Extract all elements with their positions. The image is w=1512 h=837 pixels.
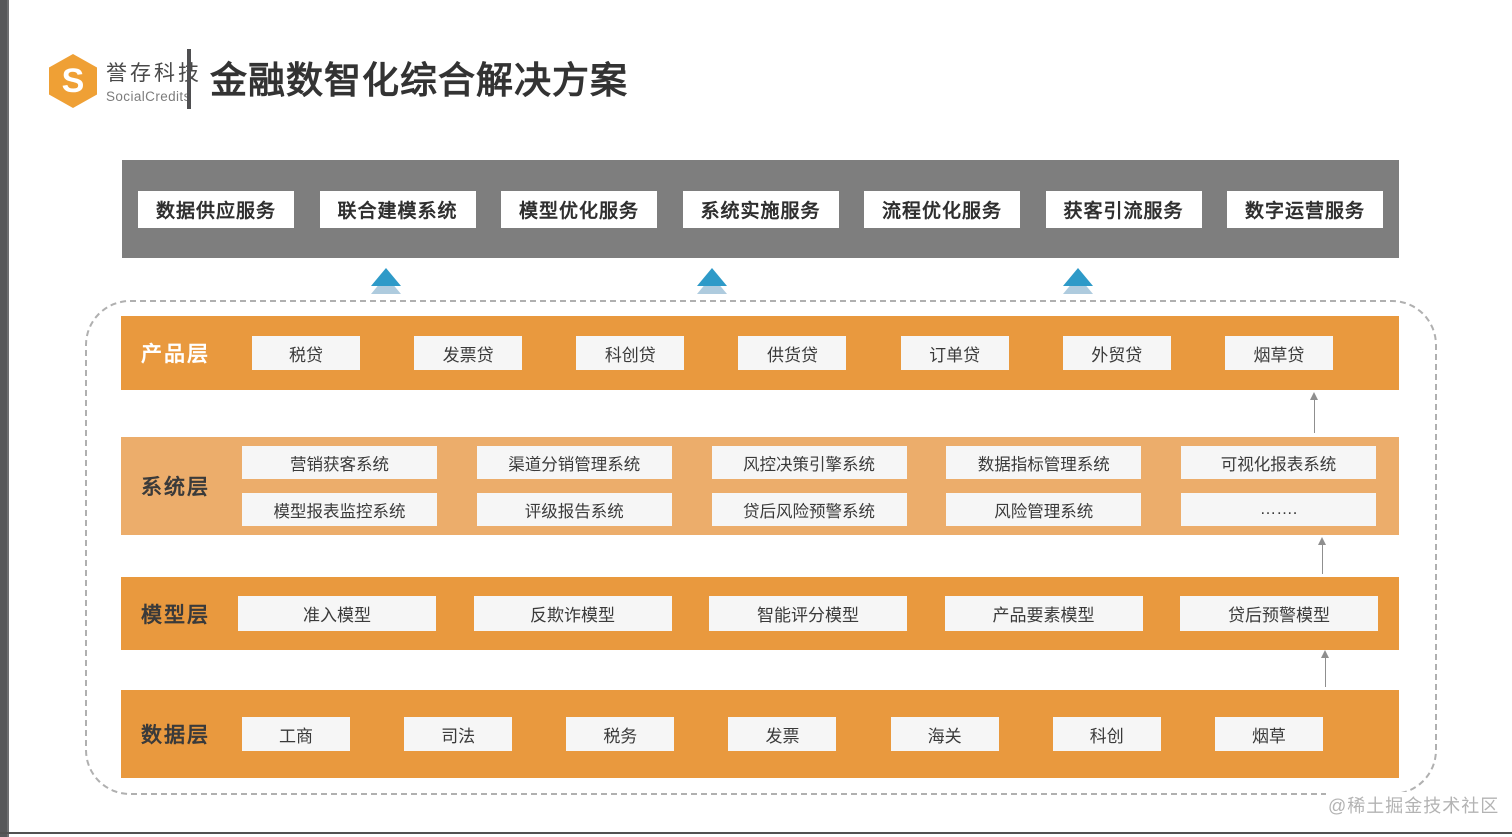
data-cell: 税务 [566,717,675,751]
service-box: 模型优化服务 [501,190,657,228]
services-bar: 数据供应服务 联合建模系统 模型优化服务 系统实施服务 流程优化服务 获客引流服… [122,160,1399,258]
layer-label: 模型层 [141,603,210,627]
model-cell: 产品要素模型 [944,596,1143,631]
up-arrow-icon [371,268,401,294]
socialcredits-logo-icon: S [46,52,100,115]
system-cell: 评级报告系统 [476,493,672,526]
data-cell: 发票 [728,717,837,751]
arrow-triangle-icon [371,268,401,286]
connector-arrowhead-icon [1310,392,1318,400]
data-cell: 海关 [890,717,999,751]
system-cells: 营销获客系统 渠道分销管理系统 风控决策引擎系统 数据指标管理系统 可视化报表系… [242,446,1376,526]
company-name-en: SocialCredits [106,89,191,104]
bottom-edge-line [0,832,1512,834]
connector-arrow-icon [1321,650,1329,687]
system-cell: ……. [1181,493,1376,526]
system-row-bottom: 模型报表监控系统 评级报告系统 贷后风险预警系统 风险管理系统 ……. [242,493,1376,526]
connector-arrow-icon [1310,392,1318,433]
service-box: 获客引流服务 [1045,190,1202,228]
data-cell: 科创 [1052,717,1161,751]
system-cell: 营销获客系统 [242,446,437,479]
connector-arrow-icon [1318,537,1326,574]
system-cell: 数据指标管理系统 [946,446,1142,479]
arrow-triangle-icon [1063,268,1093,286]
data-cell: 烟草 [1214,717,1323,751]
model-cell: 反欺诈模型 [473,596,672,631]
watermark: @稀土掘金技术社区 [1326,792,1502,818]
model-cell: 贷后预警模型 [1180,596,1378,631]
arrow-triangle-icon [697,268,727,286]
layer-row-product: 产品层 税贷 发票贷 科创贷 供货贷 订单贷 外贸贷 烟草贷 [121,316,1399,390]
product-cell: 外贸贷 [1062,336,1171,370]
layer-label: 系统层 [141,476,210,499]
brand-block: 誉存科技 SocialCredits [106,57,202,104]
up-arrow-icon [697,268,727,294]
left-edge-strip [0,0,9,837]
system-cell: 贷后风险预警系统 [711,493,907,526]
layer-label: 产品层 [141,343,210,366]
system-cell: 风险管理系统 [946,493,1142,526]
page-title: 金融数智化综合解决方案 [210,60,628,101]
service-box: 联合建模系统 [319,190,476,228]
data-cells: 工商 司法 税务 发票 海关 科创 烟草 [242,717,1323,751]
connector-arrowhead-icon [1318,537,1326,545]
layer-row-system: 系统层 营销获客系统 渠道分销管理系统 风控决策引擎系统 数据指标管理系统 可视… [121,437,1399,535]
company-name-cn: 誉存科技 [106,62,202,85]
product-cell: 订单贷 [900,336,1009,370]
model-cell: 准入模型 [238,596,436,631]
model-cells: 准入模型 反欺诈模型 智能评分模型 产品要素模型 贷后预警模型 [238,596,1378,631]
product-cell: 供货贷 [738,336,847,370]
system-cell: 风控决策引擎系统 [711,446,907,479]
service-box: 系统实施服务 [682,190,839,228]
data-cell: 工商 [242,717,350,751]
connector-arrowhead-icon [1321,650,1329,658]
logo-letter: S [62,62,85,100]
product-cell: 税贷 [252,336,360,370]
service-box: 流程优化服务 [864,190,1020,228]
up-arrow-icon [1063,268,1093,294]
product-cells: 税贷 发票贷 科创贷 供货贷 订单贷 外贸贷 烟草贷 [252,336,1333,370]
model-cell: 智能评分模型 [709,596,907,631]
layer-row-model: 模型层 准入模型 反欺诈模型 智能评分模型 产品要素模型 贷后预警模型 [121,577,1399,650]
product-cell: 发票贷 [414,336,523,370]
layers-container-border [85,300,1437,795]
system-cell: 模型报表监控系统 [242,493,437,526]
data-cell: 司法 [404,717,513,751]
service-box: 数字运营服务 [1227,190,1383,228]
system-cell: 可视化报表系统 [1181,446,1376,479]
layer-label: 数据层 [141,724,210,747]
service-box: 数据供应服务 [138,190,294,228]
system-cell: 渠道分销管理系统 [476,446,672,479]
header-divider [187,49,191,109]
system-row-top: 营销获客系统 渠道分销管理系统 风控决策引擎系统 数据指标管理系统 可视化报表系… [242,446,1376,479]
product-cell: 科创贷 [576,336,685,370]
product-cell: 烟草贷 [1224,336,1333,370]
layer-row-data: 数据层 工商 司法 税务 发票 海关 科创 烟草 [121,690,1399,778]
